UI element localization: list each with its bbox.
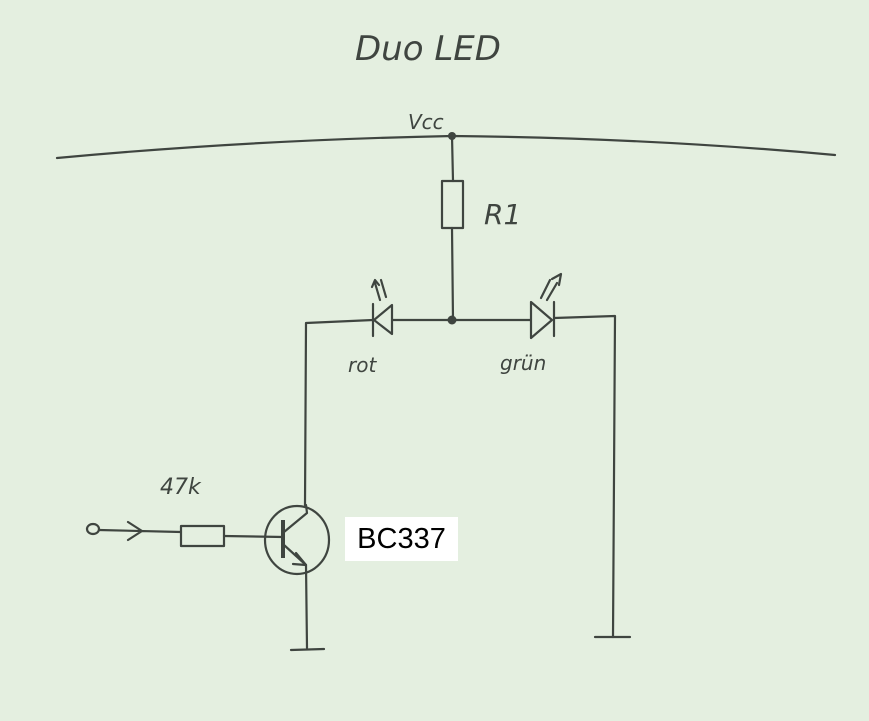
transistor-label: BC337 <box>345 517 458 561</box>
diagram-title: Duo LED <box>355 29 501 69</box>
wire <box>222 534 285 539</box>
light-emission-icon <box>539 272 563 302</box>
r1-label: R1 <box>484 198 521 231</box>
wire <box>552 314 617 639</box>
led-red <box>372 303 394 336</box>
transistor-collector <box>282 503 309 534</box>
ground-icon <box>289 647 326 652</box>
vcc-label: Vcc <box>408 110 444 134</box>
vcc-rail <box>55 134 837 160</box>
base-resistor <box>179 524 226 548</box>
transistor-bc337 <box>263 504 331 576</box>
led-green <box>529 300 554 340</box>
base-resistor-label: 47k <box>160 475 202 500</box>
input-arrow <box>97 520 183 542</box>
led-red-label: rot <box>348 353 377 377</box>
input-terminal <box>85 522 101 536</box>
emitter-arrow-icon <box>291 551 308 567</box>
wire <box>303 318 375 507</box>
led-green-label: grün <box>500 351 546 375</box>
r1-resistor <box>440 179 465 230</box>
r1-wire <box>450 134 455 322</box>
light-emission-icon <box>370 278 388 302</box>
